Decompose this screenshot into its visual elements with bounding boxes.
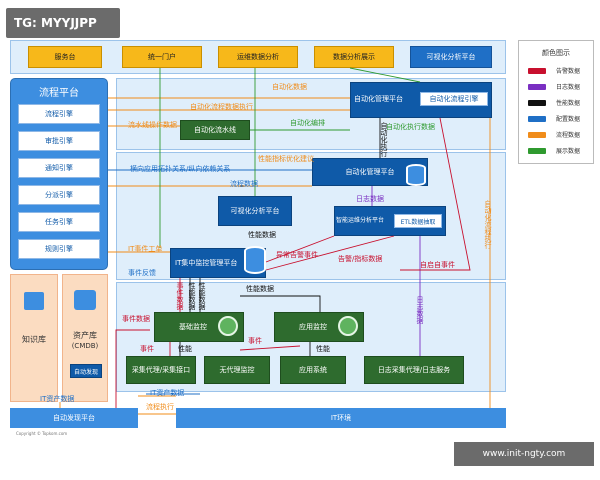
flow-label: 自启自事件 [420,261,455,269]
automation-pipeline[interactable]: 自动化流水线 [180,120,250,140]
legend-label: 告警数据 [556,68,581,75]
it-environment[interactable]: IT环境 [176,408,506,428]
legend-label: 展示数据 [556,148,581,155]
flow-label: 横向应用拓扑关系/纵向依赖关系 [130,165,231,173]
knowledge-base-label: 知识库 [22,335,46,344]
legend-label: 流程数据 [556,132,581,139]
flow-label: 自动化流程执行 [484,200,492,249]
flow-engine-item[interactable]: 规则引擎 [18,239,100,259]
legend-title: 颜色图示 [542,49,570,57]
flow-label: 自动化流程数据执行 [190,103,253,111]
flow-label: 性能 [316,345,330,353]
legend-swatch [528,115,546,122]
flow-label: IT事件工单 [128,245,163,253]
gear-icon [218,316,238,336]
legend-swatch [528,99,546,106]
legend-item: 告警数据 [528,66,590,75]
flow-platform-title: 流程平台 [39,88,79,99]
legend-swatch [528,131,546,138]
flow-label: 日志数据 [416,296,424,324]
unified-portal-box[interactable]: 统一门户 [122,46,202,68]
legend-swatch [528,67,546,74]
legend-item: 展示数据 [528,146,590,155]
database-icon [244,246,266,274]
flow-label: 性能数据 [248,231,276,239]
legend-label: 性能数据 [556,100,581,107]
cmdb-subtitle: (CMDB) [71,342,99,350]
visual-analysis-platform[interactable]: 可视化分析平台 [218,196,292,226]
legend-label: 配置数据 [556,116,581,123]
knowledge-base-icon [24,292,44,310]
auto-discover-button[interactable]: 自动发现 [70,364,102,378]
flow-label: 告警/指标数据 [338,255,383,263]
cmdb-panel [62,274,108,402]
site-badge: www.init-ngty.com [454,442,594,466]
flow-label: 事件数据 [176,282,184,310]
flow-label: 事件 [140,345,154,353]
flow-label: 性能数据 [246,285,274,293]
flow-label: 自动化数据 [272,83,307,91]
flow-label: 自动化编排 [290,119,325,127]
cmdb-icon [74,290,96,310]
flow-label: 自动化执行 [380,122,388,157]
legend-item: 配置数据 [528,114,590,123]
ops-data-analysis-box[interactable]: 运维数据分析 [218,46,298,68]
flow-label: 异常告警事件 [276,251,318,259]
data-analysis-display-box[interactable]: 数据分析展示 [314,46,394,68]
legend-label: 日志数据 [556,84,581,91]
flow-label: 事件反馈 [128,269,156,277]
gear-icon [338,316,358,336]
flow-label: 事件 [248,337,262,345]
legend-item: 流程数据 [528,130,590,139]
agentless-monitoring[interactable]: 无代理监控 [204,356,270,384]
watermark-tag: TG: MYYJJPP [6,8,120,38]
flow-engine-item[interactable]: 通知引擎 [18,158,100,178]
auto-discovery-platform[interactable]: 自动发现平台 [10,408,138,428]
flow-label: 性能 [178,345,192,353]
flow-engine-item[interactable]: 审批引擎 [18,131,100,151]
flow-label: 流程数据 [230,180,258,188]
cmdb-title: 资产库 [73,331,97,340]
legend-item: 性能数据 [528,98,590,107]
flow-engine-item[interactable]: 任务引擎 [18,212,100,232]
flow-label: 事件数据 [122,315,150,323]
flow-engine-list: 流程引擎审批引擎通知引擎分派引擎任务引擎规则引擎 [18,104,100,266]
application-system[interactable]: 应用系统 [280,356,346,384]
flow-label: 流程执行 [146,403,174,411]
legend-item: 日志数据 [528,82,590,91]
automation-flow-engine[interactable]: 自动化流程引擎 [420,92,488,106]
automation-mgmt-top-title: 自动化管理平台 [354,95,403,103]
flow-engine-item[interactable]: 流程引擎 [18,104,100,124]
flow-label: IT资产数据 [150,389,185,397]
intelligent-ops-title: 智能运维分析平台 [336,217,385,224]
flow-label: 流水线操作数据 [128,121,177,129]
legend-swatch [528,147,546,154]
database-icon [406,164,426,186]
flow-label: 性能数据 [198,282,206,310]
flow-engine-item[interactable]: 分派引擎 [18,185,100,205]
log-collector[interactable]: 日志采集代理/日志服务 [364,356,464,384]
flow-label: IT资产数据 [40,395,75,403]
flow-label: 性能数据 [188,282,196,310]
legend-swatch [528,83,546,90]
flow-label: 性能指标优化建议 [258,155,314,163]
copyright-text: Copyright © Topkom.com [16,431,68,436]
service-desk-box[interactable]: 服务台 [28,46,102,68]
legend-list: 告警数据日志数据性能数据配置数据流程数据展示数据 [528,66,590,162]
visual-analysis-platform-top[interactable]: 可视化分析平台 [410,46,492,68]
flow-label: 自动化执行数据 [386,123,435,131]
etl-extract-button[interactable]: ETL数据抽取 [394,214,442,228]
flow-label: 日志数据 [356,195,384,203]
collector-agent[interactable]: 采集代理/采集接口 [126,356,196,384]
